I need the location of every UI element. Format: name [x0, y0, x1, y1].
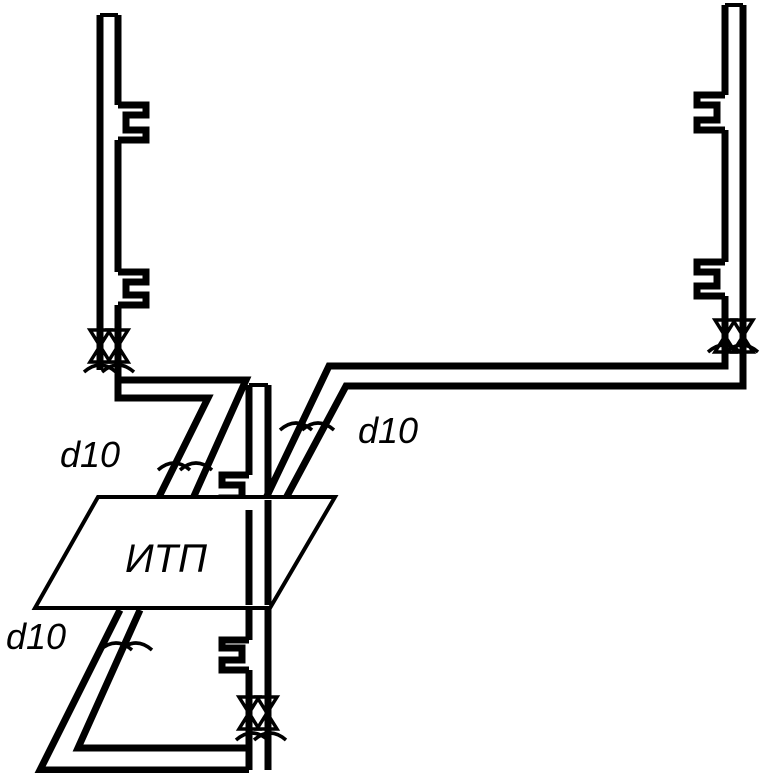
expansion-loop: [118, 101, 150, 144]
itp-box: [31, 495, 339, 610]
upper-right-pipe: [262, 360, 747, 500]
expansion-loop: [218, 636, 249, 674]
expansion-loop: [693, 258, 725, 300]
valve-bottom: [234, 695, 288, 742]
pipe-label-lower-left: d10: [6, 616, 66, 657]
expansion-loop: [693, 91, 725, 134]
expansion-loop: [118, 268, 150, 309]
valve-right: [706, 318, 760, 354]
pipe-break-marks: [98, 421, 336, 652]
left-riser: [96, 13, 150, 370]
valve-left: [82, 328, 136, 374]
right-riser: [693, 3, 747, 360]
lower-pipe: [34, 608, 249, 774]
itp-label: ИТП: [125, 537, 208, 581]
pipe-label-upper-right: d10: [358, 410, 418, 451]
pipe-label-upper-left: d10: [60, 434, 120, 475]
upper-left-pipe: [114, 370, 252, 507]
